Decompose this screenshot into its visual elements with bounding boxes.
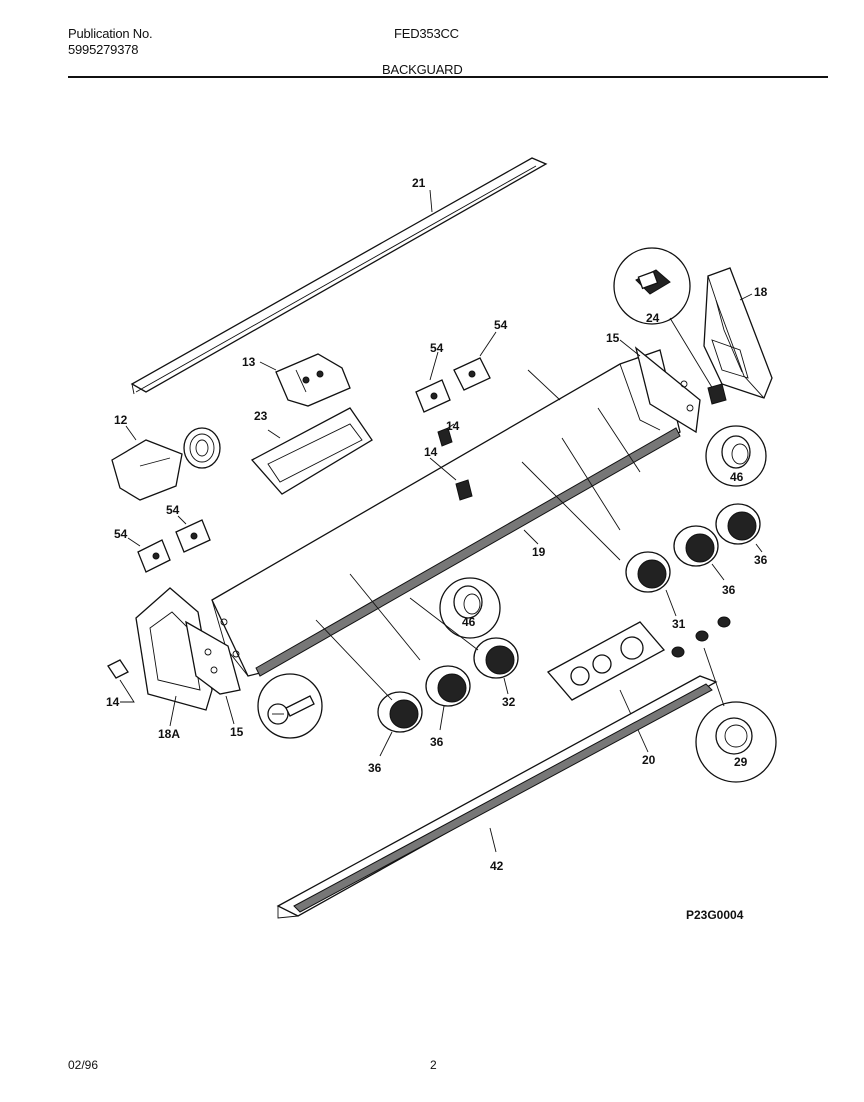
- leader-54d: [127, 537, 141, 547]
- callout-29: 29: [734, 755, 748, 769]
- part-23-panel: [250, 407, 373, 495]
- callout-23: 23: [254, 409, 268, 423]
- callout-54-a: 54: [430, 341, 444, 355]
- leader-15-right: [619, 339, 641, 357]
- small-knob-parts: [671, 616, 731, 658]
- header-rule: [68, 76, 828, 78]
- footer-date: 02/96: [68, 1058, 99, 1072]
- part-15-left-bracket: [185, 620, 241, 695]
- part-29-knob-detail: [695, 647, 777, 783]
- callout-36-top-right: 36: [754, 553, 768, 567]
- callout-14-c: 14: [106, 695, 120, 709]
- part-36-knob-lower-left: [377, 691, 423, 733]
- callout-20: 20: [642, 753, 656, 767]
- part-20-control-housing: [546, 621, 666, 701]
- leader-18a: [169, 695, 177, 727]
- leader-12: [125, 425, 137, 441]
- publication-label: Publication No.: [68, 26, 153, 41]
- callout-18: 18: [754, 285, 768, 299]
- part-54-connector-a: [415, 379, 451, 413]
- callout-21: 21: [412, 176, 426, 190]
- callout-12: 12: [114, 413, 128, 427]
- page-number: 2: [430, 1058, 437, 1072]
- callout-36-lower-left: 36: [368, 761, 382, 775]
- callout-54-c: 54: [166, 503, 180, 517]
- leader-54b: [479, 331, 497, 357]
- callout-32: 32: [502, 695, 516, 709]
- leader-42: [489, 827, 497, 853]
- model-number: FED353CC: [394, 26, 459, 41]
- part-46-knob-detail-left: [439, 577, 501, 639]
- publication-number: 5995279378: [68, 42, 139, 57]
- part-54-connector-c: [175, 519, 211, 553]
- callout-46-left: 46: [462, 615, 476, 629]
- part-54-connector-b: [453, 357, 491, 391]
- part-42-bottom-trim: [276, 675, 718, 919]
- part-19-backguard-panel: [211, 349, 681, 677]
- part-54-connector-d: [137, 539, 171, 573]
- part-24-switch-detail: [613, 247, 717, 395]
- part-12-switch: [111, 427, 221, 501]
- knob-leaders: [315, 369, 763, 757]
- leader-19: [523, 529, 539, 545]
- part-14-clip-b: [455, 479, 473, 501]
- drawing-code: P23G0004: [686, 908, 744, 922]
- callout-36-mid-right: 36: [722, 583, 736, 597]
- leader-54c: [177, 515, 187, 525]
- callout-54-b: 54: [494, 318, 508, 332]
- callout-15-left: 15: [230, 725, 244, 739]
- leader-54a: [429, 351, 439, 381]
- part-14-clip-a: [437, 427, 453, 447]
- leader-13: [259, 361, 277, 371]
- leader-14c: [119, 679, 135, 703]
- part-14-clip-c: [107, 659, 129, 679]
- callout-18a: 18A: [158, 727, 180, 741]
- callout-46-right: 46: [730, 470, 744, 484]
- part-36-knob-lower-mid: [425, 665, 471, 707]
- callout-31: 31: [672, 617, 686, 631]
- leader-15-left: [225, 695, 235, 725]
- section-title: BACKGUARD: [382, 62, 463, 77]
- callout-15-right: 15: [606, 331, 620, 345]
- callout-54-d: 54: [114, 527, 128, 541]
- callout-13: 13: [242, 355, 256, 369]
- part-21-top-trim: [130, 157, 548, 395]
- callout-36-lower-mid: 36: [430, 735, 444, 749]
- part-46-knob-detail-right: [705, 425, 767, 487]
- callout-24: 24: [646, 311, 660, 325]
- part-31-knob: [625, 551, 671, 593]
- part-18-right-end-cap: [703, 267, 773, 399]
- callout-14-a: 14: [446, 419, 460, 433]
- callout-14-b: 14: [424, 445, 438, 459]
- callout-19: 19: [532, 545, 546, 559]
- part-24-switch: [707, 383, 727, 405]
- leader-18: [739, 293, 753, 301]
- part-15-right-bracket: [634, 346, 701, 434]
- part-36-knob-mid-right: [673, 525, 719, 567]
- part-36-knob-top-right: [715, 503, 761, 545]
- callout-42: 42: [490, 859, 504, 873]
- callout-labels: 21 18 24 15 54 54 13 14 14 12 23 46 19 3…: [106, 176, 768, 873]
- leader-23: [267, 429, 281, 439]
- leader-14b: [429, 457, 457, 481]
- leader-14a: [447, 423, 455, 429]
- screw-detail: [257, 673, 323, 739]
- part-13-component: [275, 353, 351, 407]
- part-32-knob: [473, 637, 519, 679]
- leader-21: [429, 189, 433, 213]
